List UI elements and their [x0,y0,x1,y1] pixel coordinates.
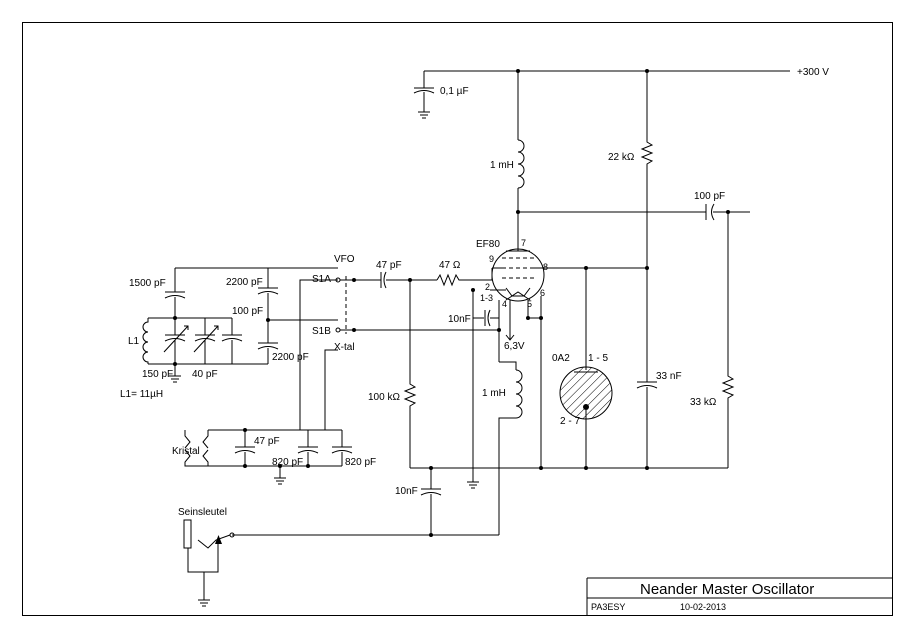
svg-text:1 - 5: 1 - 5 [588,353,608,364]
svg-text:100 pF: 100 pF [694,191,725,202]
svg-text:4: 4 [502,299,507,309]
decoupling-capacitor: 0,1 µF [413,71,469,119]
svg-text:1-3: 1-3 [480,293,493,303]
svg-text:22 kΩ: 22 kΩ [608,152,635,163]
supply-label: +300 V [797,67,829,78]
drawing-border [22,22,893,616]
svg-text:100 pF: 100 pF [232,306,263,317]
svg-text:1500 pF: 1500 pF [129,278,166,289]
svg-text:0,1 µF: 0,1 µF [440,86,469,97]
oa2-regulator: 0A2 1 - 5 2 - 7 [552,266,613,468]
svg-text:820 pF: 820 pF [272,457,303,468]
svg-text:L1: L1 [128,336,140,347]
svg-text:33 nF: 33 nF [656,371,682,382]
svg-text:Kristal: Kristal [172,446,200,457]
svg-text:S1B: S1B [312,326,331,337]
svg-text:VFO: VFO [334,254,355,265]
key-jack: Seinsleutel [178,507,499,607]
grid-input: 47 pF 47 Ω [355,260,493,289]
svg-text:L1= 11µH: L1= 11µH [120,389,163,400]
svg-text:0A2: 0A2 [552,353,570,364]
crystal-circuit: Kristal 47 pF 820 pF 820 pF [172,279,376,485]
svg-text:40 pF: 40 pF [192,369,218,380]
svg-text:1 mH: 1 mH [490,160,514,171]
plate-choke: 1 mH [490,71,525,212]
svg-text:9: 9 [489,254,494,264]
screen-bypass-capacitor: 33 nF [636,270,682,468]
title-text: Neander Master Oscillator [640,581,814,598]
svg-text:820 pF: 820 pF [345,457,376,468]
svg-text:7: 7 [521,238,526,248]
svg-text:8: 8 [543,262,548,272]
title-block: Neander Master Oscillator PA3ESY 10-02-2… [586,577,892,615]
svg-text:10nF: 10nF [395,486,418,497]
svg-text:X-tal: X-tal [334,342,355,353]
svg-text:100 kΩ: 100 kΩ [368,392,400,403]
svg-text:47 pF: 47 pF [376,260,402,271]
svg-text:47 Ω: 47 Ω [439,260,461,271]
svg-text:6: 6 [540,288,545,298]
ef80-tube: EF80 7 9 8 2 1-3 4 5 6 [476,212,649,309]
load-resistor: 33 kΩ [690,212,735,468]
screen-resistor: 22 kΩ [608,71,654,270]
svg-text:Seinsleutel: Seinsleutel [178,507,227,518]
svg-text:10nF: 10nF [448,314,471,325]
svg-text:1 mH: 1 mH [482,388,506,399]
svg-text:2200 pF: 2200 pF [226,277,263,288]
author-text: PA3ESY [591,602,625,612]
svg-text:47 pF: 47 pF [254,436,280,447]
vfo-tank-circuit: 1500 pF 2200 pF 100 pF 2200 pF L1 150 pF… [120,267,338,400]
output-coupling: 100 pF [516,191,750,221]
svg-text:EF80: EF80 [476,239,500,250]
cathode-choke: 1 mH [482,361,523,535]
svg-text:2 - 7: 2 - 7 [560,416,580,427]
ground-rail [410,466,728,470]
date-text: 10-02-2013 [680,602,726,612]
svg-text:2200 pF: 2200 pF [272,352,309,363]
cathode-wiring: 10nF 6,3V [448,267,543,489]
grid-resistor: 100 kΩ [368,278,417,468]
svg-text:5: 5 [527,299,532,309]
svg-text:6,3V: 6,3V [504,341,525,352]
supply-rail: +300 V [424,67,829,78]
svg-text:150 pF: 150 pF [142,369,173,380]
key-bypass-capacitor: 10nF [395,468,442,537]
svg-text:2: 2 [485,282,490,292]
svg-text:33 kΩ: 33 kΩ [690,397,717,408]
